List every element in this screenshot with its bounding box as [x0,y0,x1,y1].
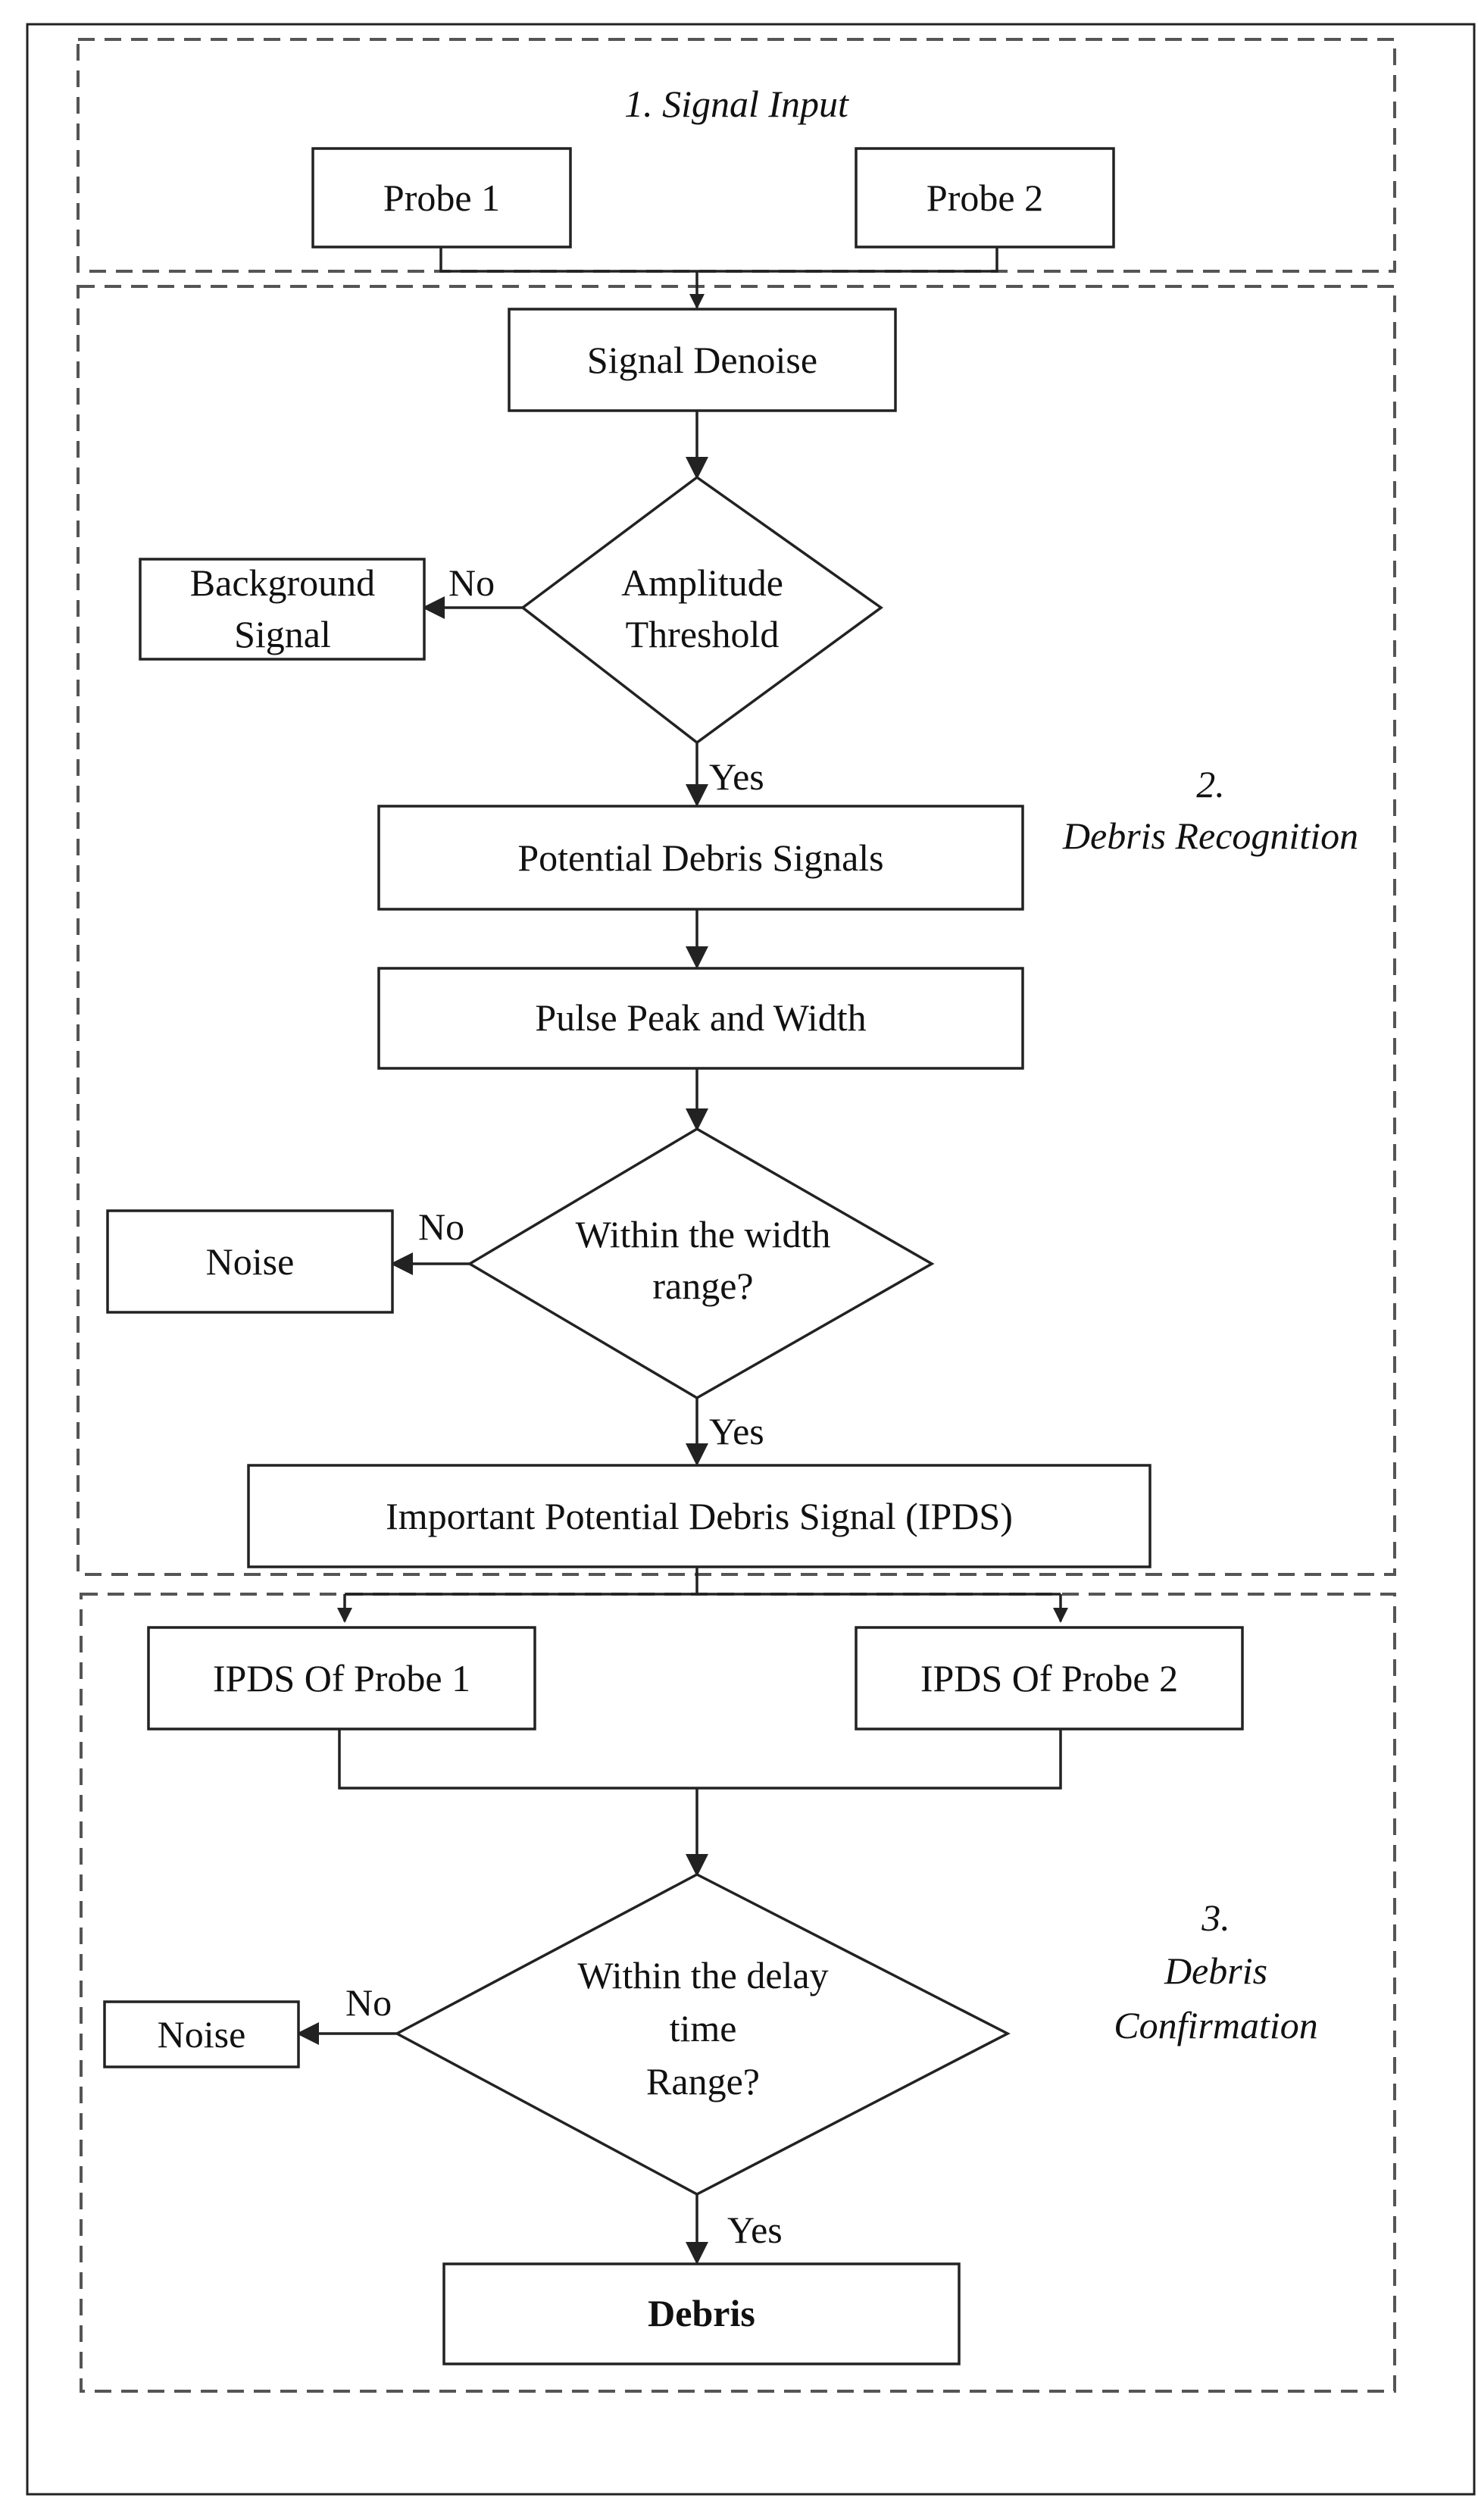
node-debris: Debris [442,2262,961,2365]
node-ipds-probe-2: IPDS Of Probe 2 [855,1626,1244,1731]
node-ipds: Important Potential Debris Signal (IPDS) [247,1464,1151,1568]
svg-text:Noise: Noise [206,1240,295,1283]
group-debris-recognition [77,285,1396,1576]
node-noise-2: Noise [103,2000,300,2068]
edge-label-yes-delay: Yes [727,2209,783,2251]
node-noise-1: Noise [106,1209,394,1314]
svg-text:Noise: Noise [158,2013,246,2056]
svg-text:Within the delay: Within the delay [577,1954,828,1996]
svg-text:range?: range? [652,1265,753,1307]
svg-text:Signal: Signal [234,613,331,655]
svg-text:Probe 2: Probe 2 [926,177,1043,219]
group-label-debris-confirmation-2: Confirmation [1114,2004,1317,2046]
svg-text:Threshold: Threshold [626,613,780,655]
svg-text:IPDS Of Probe 1: IPDS Of Probe 1 [213,1657,470,1699]
edge-label-no-width: No [418,1205,464,1248]
svg-text:Important Potential Debris Sig: Important Potential Debris Signal (IPDS) [386,1495,1013,1537]
outer-frame [26,23,1476,2496]
node-probe-2: Probe 2 [855,147,1115,249]
group-signal-input [77,38,1396,273]
node-probe-1: Probe 1 [311,147,572,249]
group-debris-confirmation [80,1593,1396,2393]
node-ipds-probe-1: IPDS Of Probe 1 [147,1626,536,1731]
group-label-debris-recognition: Debris Recognition [1062,814,1358,857]
svg-text:Pulse Peak and Width: Pulse Peak and Width [535,996,866,1039]
group-label-debris-confirmation: Debris [1164,1949,1267,1992]
node-width-range: Within the width range? [467,1127,935,1400]
edge-label-yes-amplitude: Yes [709,755,764,798]
edge-label-yes-width: Yes [709,1410,764,1452]
svg-text:Signal Denoise: Signal Denoise [587,339,817,381]
svg-text:Range?: Range? [646,2060,760,2103]
edge-label-no-delay: No [345,1981,392,2024]
node-background-signal: Background Signal [139,558,426,661]
node-potential-debris-signals: Potential Debris Signals [377,805,1024,911]
svg-text:Within the width: Within the width [576,1213,831,1255]
svg-text:Potential Debris Signals: Potential Debris Signals [517,836,883,879]
svg-text:Amplitude: Amplitude [621,561,783,604]
node-signal-denoise: Signal Denoise [508,308,897,412]
svg-text:Probe 1: Probe 1 [383,177,500,219]
group-label-debris-confirmation-number: 3. [1201,1896,1230,1939]
node-amplitude-threshold: Amplitude Threshold [520,475,883,745]
svg-text:time: time [670,2007,737,2049]
group-label-signal-input: 1. Signal Input [624,83,849,125]
node-delay-range: Within the delay time Range? [394,1873,1011,2196]
svg-text:Debris: Debris [648,2292,755,2334]
group-label-debris-recognition-number: 2. [1196,763,1225,805]
connectors [296,246,1068,2265]
edge-label-no-amplitude: No [448,561,495,604]
node-pulse-peak-and-width: Pulse Peak and Width [377,967,1024,1070]
svg-text:IPDS Of Probe 2: IPDS Of Probe 2 [920,1657,1178,1699]
svg-text:Background: Background [190,561,375,604]
